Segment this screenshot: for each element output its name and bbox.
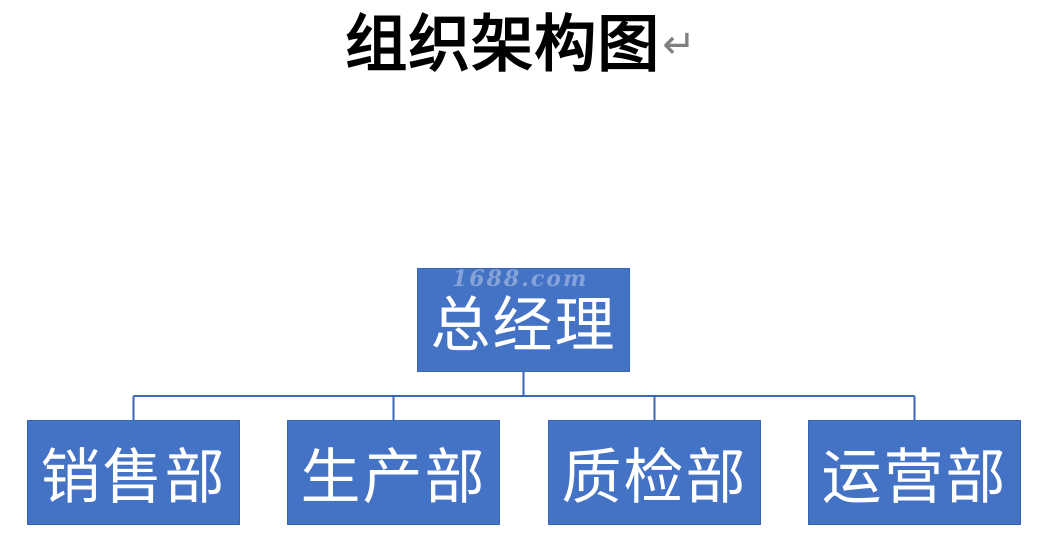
diagram-title-row: 组织架构图↵: [0, 4, 1041, 85]
node-label: 总经理: [430, 290, 617, 361]
node-label: 质检部: [561, 443, 748, 513]
paragraph-mark-icon: ↵: [662, 21, 696, 68]
node-quality-dept[interactable]: 质检部: [548, 420, 761, 525]
node-label: 运营部: [821, 443, 1008, 513]
watermark: 1688.com: [452, 266, 589, 292]
node-sales-dept[interactable]: 销售部: [27, 420, 240, 525]
node-general-manager[interactable]: 总经理: [417, 268, 630, 372]
diagram-title: 组织架构图: [345, 7, 661, 81]
node-label: 销售部: [40, 443, 227, 513]
node-operations-dept[interactable]: 运营部: [808, 420, 1021, 525]
node-label: 生产部: [300, 443, 487, 513]
node-production-dept[interactable]: 生产部: [287, 420, 500, 525]
